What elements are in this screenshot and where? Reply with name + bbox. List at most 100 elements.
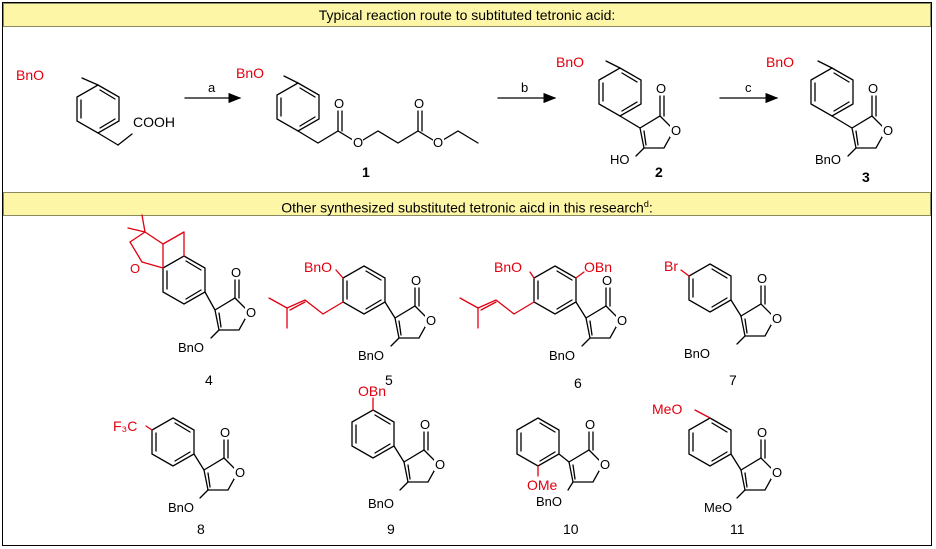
svg-text:O: O (600, 457, 610, 472)
compound-4: O O O BnO 4 (127, 214, 256, 388)
furanone-ring (851, 115, 887, 149)
arrow-b-label: b (521, 80, 528, 95)
svg-text:O: O (585, 417, 595, 432)
svg-text:O: O (231, 265, 241, 280)
benzene-ring (688, 263, 732, 313)
furanone-ring (214, 297, 250, 331)
cooh-label: COOH (133, 114, 175, 130)
carbonyl-o: O (414, 96, 424, 111)
ring-o: O (883, 123, 893, 138)
hydroxy-label: HO (610, 152, 630, 167)
furanone-ring (585, 305, 621, 339)
other-title-suffix: : (648, 199, 653, 216)
compound-number: 1 (362, 164, 370, 180)
ether-label: BnO (815, 152, 841, 167)
starting-material: BnO COOH (16, 67, 175, 146)
compound-1: BnO O O O O 1 (236, 65, 479, 180)
benzene-ring (351, 409, 395, 459)
ring-o: O (671, 123, 681, 138)
benzene-ring (162, 255, 206, 305)
br-label: Br (664, 258, 678, 274)
compound-number: 10 (563, 521, 579, 537)
compound-3: BnO O O BnO 3 (766, 54, 893, 185)
svg-text:O: O (235, 465, 245, 480)
bno-label: BnO (556, 54, 584, 70)
compound-number: 11 (730, 521, 745, 537)
svg-text:O: O (602, 273, 612, 288)
furanone-ring (203, 457, 239, 491)
benzene-ring (276, 82, 320, 132)
ether-label: BnO (178, 340, 204, 355)
furanone-ring (639, 115, 675, 149)
benzene-ring (76, 84, 120, 134)
bno-label: BnO (766, 54, 794, 70)
ome-label: OMe (527, 477, 558, 493)
compound-number: 2 (655, 164, 663, 180)
svg-text:O: O (220, 425, 230, 440)
cf3-label: F₃C (113, 418, 137, 434)
compound-number: 6 (574, 375, 582, 391)
compound-5: BnO O O BnO 5 (268, 259, 436, 388)
furanone-ring (740, 457, 776, 491)
ether-label: BnO (549, 348, 575, 363)
compound-8: F₃C O O BnO 8 (113, 417, 245, 537)
compound-9: OBn O O BnO 9 (351, 383, 445, 537)
arrow-c-label: c (745, 80, 752, 95)
reaction-arrows: a b c (184, 80, 779, 104)
furanone-ring (403, 449, 439, 483)
furanone-ring (394, 305, 430, 339)
benzene-ring (151, 417, 195, 467)
benzene-ring (688, 417, 732, 467)
carbonyl-o: O (334, 96, 344, 111)
furanone-ring (740, 303, 776, 337)
compound-6: BnO OBn O O BnO 6 (459, 259, 627, 391)
obn-label: OBn (584, 259, 612, 275)
compound-number: 3 (862, 169, 870, 185)
ester-o: O (433, 135, 443, 150)
compound-number: 7 (729, 372, 737, 388)
compound-10: OMe O O BnO 10 (516, 417, 610, 537)
compound-number: 8 (197, 521, 205, 537)
svg-text:O: O (772, 465, 782, 480)
route-title: Typical reaction route to subtituted tet… (318, 7, 616, 23)
ether-label: BnO (536, 494, 562, 509)
ring-o: O (130, 261, 140, 276)
compound-number: 9 (387, 521, 395, 537)
furanone-ring (568, 449, 604, 483)
compound-number: 5 (385, 372, 393, 388)
benzene-ring (598, 67, 642, 117)
ether-label: BnO (358, 348, 384, 363)
svg-text:O: O (420, 417, 430, 432)
oxo-o: O (868, 81, 878, 96)
svg-text:O: O (426, 313, 436, 328)
svg-text:O: O (435, 457, 445, 472)
compound-7: Br O O BnO 7 (664, 258, 782, 388)
arrow-a-label: a (208, 80, 216, 95)
svg-text:O: O (246, 305, 256, 320)
bno-label: BnO (236, 65, 264, 81)
oxo-o: O (656, 81, 666, 96)
bno-label: BnO (494, 259, 522, 275)
compound-11: MeO O O MeO 11 (652, 401, 782, 537)
obn-label: OBn (358, 383, 386, 399)
other-title: Other synthesized substituted tetronic a… (281, 199, 644, 216)
svg-text:O: O (617, 313, 627, 328)
compound-number: 4 (205, 372, 213, 388)
benzene-ring (516, 417, 560, 467)
svg-text:O: O (772, 311, 782, 326)
benzene-ring (810, 67, 854, 117)
meo-label: MeO (652, 401, 682, 417)
svg-text:O: O (757, 425, 767, 440)
route-title-banner: Typical reaction route to subtituted tet… (3, 3, 931, 27)
svg-text:O: O (411, 273, 421, 288)
ester-o: O (353, 135, 363, 150)
benzene-ring (533, 265, 577, 315)
footnote-mark: d (643, 199, 649, 209)
ether-label: BnO (168, 500, 194, 515)
compound-2: BnO O O HO 2 (556, 54, 681, 180)
other-compounds-banner: Other synthesized substituted tetronic a… (3, 192, 931, 216)
ether-label: MeO (704, 500, 732, 515)
bno-label: BnO (16, 67, 44, 83)
